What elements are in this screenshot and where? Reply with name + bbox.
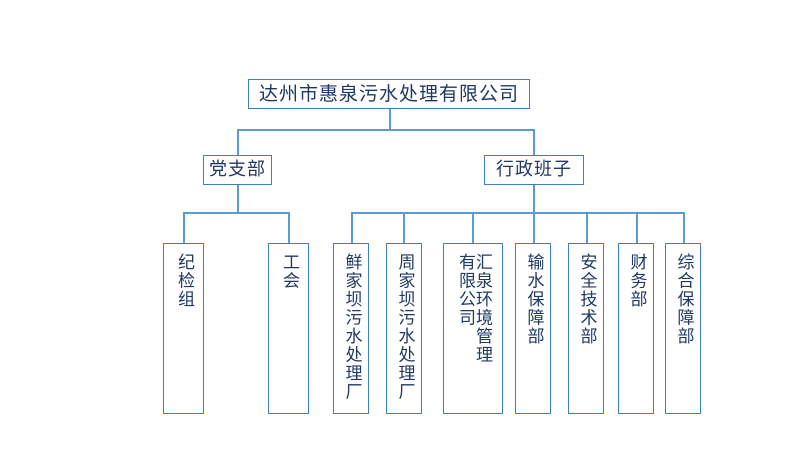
node-zhoujiaba-plant-label: 周家坝污水处理厂 [394, 253, 415, 401]
connector-level2-bar [237, 129, 534, 131]
connector-admin-children-bar [351, 212, 683, 214]
node-labor-union[interactable]: 工会 [268, 243, 309, 414]
connector-to-xianjiaba-plant [351, 212, 353, 244]
connector-to-water-transport-dept [533, 212, 535, 244]
node-xianjiaba-plant[interactable]: 鲜家坝污水处理厂 [333, 243, 369, 414]
node-water-transport-dept-label: 输水保障部 [523, 253, 544, 346]
node-finance-dept-text: 财务部 [626, 253, 647, 309]
node-discipline-group[interactable]: 纪检组 [163, 243, 204, 414]
node-labor-union-label: 工会 [279, 253, 299, 290]
node-general-support-dept-label: 综合保障部 [673, 253, 694, 346]
node-safety-tech-dept-text: 安全技术部 [576, 253, 597, 346]
node-finance-dept-label: 财务部 [626, 253, 647, 309]
connector-to-discipline-group [183, 212, 185, 244]
node-finance-dept[interactable]: 财务部 [618, 243, 654, 414]
node-huiquan-company[interactable]: 汇泉环境管理 有限公司 [443, 243, 503, 414]
node-general-support-dept-text: 综合保障部 [673, 253, 694, 346]
node-discipline-group-text: 纪检组 [174, 253, 194, 309]
node-admin-team[interactable]: 行政班子 [484, 155, 584, 185]
connector-admin-team-stem [533, 185, 535, 213]
node-admin-team-label: 行政班子 [496, 159, 572, 181]
node-safety-tech-dept[interactable]: 安全技术部 [568, 243, 604, 414]
node-root-company[interactable]: 达州市惠泉污水处理有限公司 [248, 79, 530, 109]
node-water-transport-dept-text: 输水保障部 [523, 253, 544, 346]
node-zhoujiaba-plant[interactable]: 周家坝污水处理厂 [386, 243, 422, 414]
connector-party-children-bar [183, 212, 289, 214]
node-labor-union-text: 工会 [279, 253, 299, 290]
node-party-branch-label: 党支部 [209, 159, 266, 181]
node-xianjiaba-plant-text: 鲜家坝污水处理厂 [341, 253, 362, 401]
node-root-company-label: 达州市惠泉污水处理有限公司 [258, 82, 519, 105]
connector-party-branch-stem [237, 185, 239, 213]
node-discipline-group-label: 纪检组 [174, 253, 194, 309]
node-general-support-dept[interactable]: 综合保障部 [665, 243, 701, 414]
connector-to-party-branch [237, 129, 239, 155]
node-huiquan-company-text: 汇泉环境管理 有限公司 [455, 253, 492, 364]
node-xianjiaba-plant-label: 鲜家坝污水处理厂 [341, 253, 362, 401]
node-huiquan-company-label-col2: 有限公司 [455, 253, 475, 327]
connector-root-stem [389, 108, 391, 130]
node-safety-tech-dept-label: 安全技术部 [576, 253, 597, 346]
connector-to-admin-team [533, 129, 535, 155]
connector-to-general-support-dept [683, 212, 685, 244]
node-huiquan-company-label-col1: 汇泉环境管理 [472, 253, 492, 364]
node-zhoujiaba-plant-text: 周家坝污水处理厂 [394, 253, 415, 401]
connector-to-labor-union [288, 212, 290, 244]
node-water-transport-dept[interactable]: 输水保障部 [515, 243, 551, 414]
connector-to-zhoujiaba-plant [403, 212, 405, 244]
connector-to-safety-tech-dept [586, 212, 588, 244]
node-party-branch[interactable]: 党支部 [203, 155, 272, 185]
connector-to-finance-dept [636, 212, 638, 244]
connector-to-huiquan-company [472, 212, 474, 244]
